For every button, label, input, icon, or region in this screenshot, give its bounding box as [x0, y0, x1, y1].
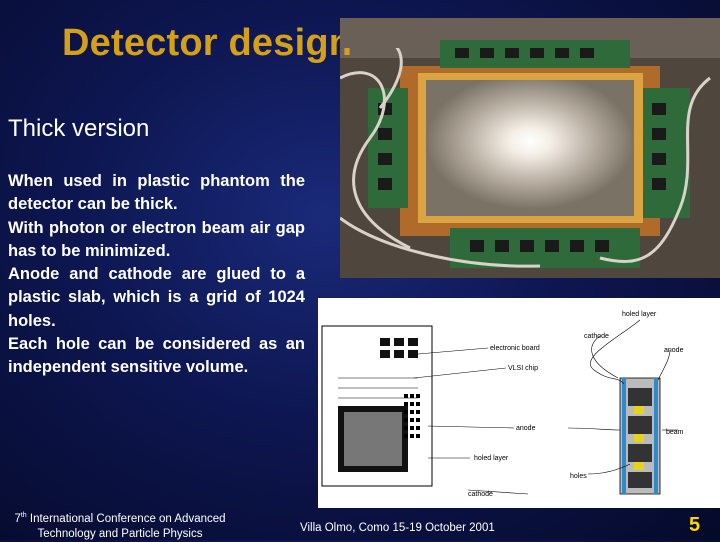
detector-photo — [340, 18, 720, 278]
label-beam: beam — [666, 429, 684, 436]
label-cathode-bottom: cathode — [468, 491, 493, 498]
label-electronic-board: electronic board — [490, 345, 540, 352]
paragraph-4: Each hole can be considered as an indepe… — [8, 335, 305, 377]
photo-top-strip — [340, 18, 720, 48]
footer-conference-name: International Conference on Advanced Tec… — [26, 512, 226, 540]
page-number: 5 — [689, 514, 701, 536]
footer-ordinal-suffix: th — [20, 512, 27, 519]
footer-venue: Villa Olmo, Como 15-19 October 2001 — [300, 522, 495, 534]
body-text: When used in plastic phantom the detecto… — [8, 170, 305, 380]
paragraph-2: With photon or electron beam air gap has… — [8, 218, 305, 260]
detector-photo-graphic — [340, 18, 720, 278]
slide-title: Detector design — [62, 22, 353, 64]
paragraph-3: Anode and cathode are glued to a plastic… — [8, 265, 305, 330]
paragraph-1: When used in plastic phantom the detecto… — [8, 172, 305, 214]
label-anode-left: anode — [516, 425, 536, 432]
footer-ordinal: 7 — [14, 512, 21, 525]
label-anode: anode — [664, 347, 684, 354]
label-vlsi-chip: VLSI chip — [508, 365, 538, 372]
footer-conference: 7th International Conference on Advanced… — [10, 508, 230, 542]
label-holed-layer-bottom: holed layer — [474, 455, 509, 462]
detector-diagram: holed layer cathode anode electronic boa… — [318, 298, 720, 508]
photo-overlap — [340, 18, 720, 48]
detector-diagram-graphic: holed layer cathode anode electronic boa… — [321, 311, 684, 498]
slide-subtitle: Thick version — [8, 115, 150, 142]
label-holes: holes — [570, 473, 587, 480]
label-cathode-top: cathode — [584, 333, 609, 340]
label-holed-layer-top: holed layer — [622, 311, 657, 318]
